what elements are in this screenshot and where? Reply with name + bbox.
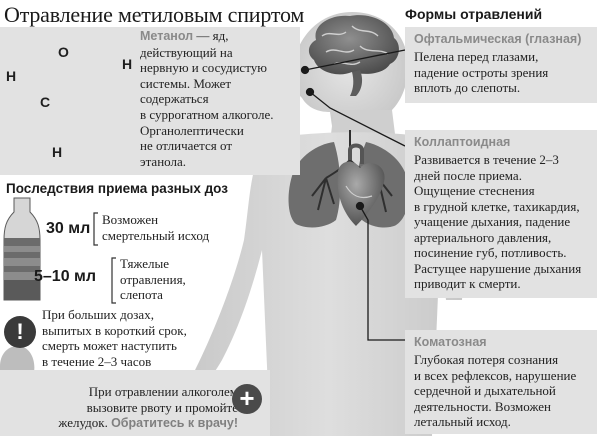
warning-text: При больших дозах, выпитых в короткий ср… [42,307,187,369]
form-box-comatose: Коматозная Глубокая потеря сознания и вс… [405,330,597,434]
atom-label-h: H [6,68,17,84]
methanol-name: Метанол [140,29,194,43]
atom-label-h: H [52,144,63,160]
dose-effect-low: Тяжелые отравления, слепота [120,256,186,302]
atom-label-h: H [122,56,133,72]
atom-label-c: C [40,94,51,110]
form-title: Коллаптоидная [414,135,511,149]
form-box-collaptoid: Коллаптоидная Развивается в течение 2–3 … [405,130,597,298]
dose-amount-low: 5–10 мл [34,268,97,285]
form-description: Пелена перед глазами, падение остроты зр… [414,49,549,95]
dose-brackets [93,212,116,304]
form-description: Развивается в течение 2–3 дней после при… [414,152,582,291]
page-title: Отравление метиловым спиртом [4,2,305,27]
brain-illustration [308,15,399,96]
advice-text: При отравлении алкоголем вызовите рвоту … [58,384,238,430]
callout-lines [300,49,406,341]
form-description: Глубокая потеря сознания и всех рефлексо… [414,352,577,429]
warning-icon: ! [4,316,36,348]
advice-panel [0,370,270,436]
form-title: Коматозная [414,335,487,349]
form-title: Офтальмическая (глазная) [414,32,582,46]
advice-call-doctor: Обратитесь к врачу! [111,416,238,430]
dose-effect-high: Возможен смертельный исход [102,212,210,243]
dose-amount-high: 30 мл [46,220,91,237]
bottle-illustration [3,197,41,301]
methanol-description: Метанол — яд, действующий на нервную и с… [140,28,274,169]
methanol-panel [0,27,300,175]
atom-label-o: O [58,44,69,60]
form-box-ophthalmic: Офтальмическая (глазная) Пелена перед гл… [405,27,597,103]
forms-section-title: Формы отравлений [405,6,543,22]
heart-illustration [337,143,385,226]
first-aid-plus-icon: + [232,384,262,414]
doses-section-title: Последствия приема разных доз [6,181,228,196]
